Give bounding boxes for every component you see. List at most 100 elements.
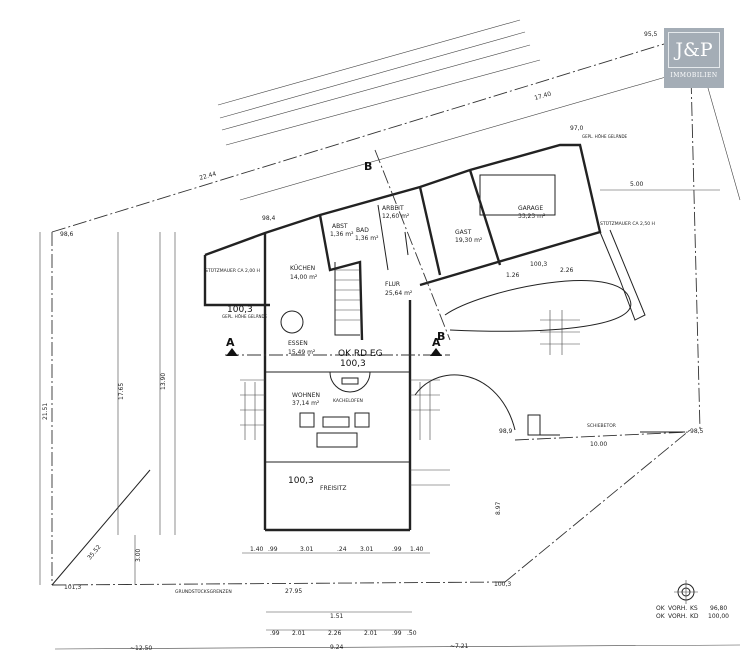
section-a-right-marker <box>430 348 442 356</box>
room-wohnen-name: WOHNEN <box>292 392 320 399</box>
dim-label: 2.01 <box>364 630 378 637</box>
elevation-98-6: 98,6 <box>60 231 74 238</box>
dim-label: .99 <box>268 546 278 553</box>
dim-label: .99 <box>270 630 280 637</box>
room-freisitz-name: FREISITZ <box>320 485 347 492</box>
elevation-100-3-essen: 100,3 <box>227 305 253 315</box>
legend-ok: OK <box>656 605 666 612</box>
furniture <box>280 174 556 448</box>
height-legend: OK VORH. KS 96,80 OK VORH. KD 100,00 <box>656 605 729 620</box>
room-flur-area: 25,64 m² <box>385 290 413 297</box>
room-gast-name: GAST <box>455 229 472 236</box>
elevation-98-5: 98,5 <box>690 428 704 435</box>
dim-1-26: 1.26 <box>506 272 520 279</box>
staircase <box>334 262 360 336</box>
dim-17-40: 17.40 <box>534 90 553 102</box>
room-bad-name: BAD <box>356 227 369 234</box>
dim-label: .50 <box>407 630 417 637</box>
bottom-dimension-row-4: ~12.50 9.24 ~7.21 <box>130 643 469 652</box>
stuetzmauer-right-label: STÜTZMAUER CA 2,50 H <box>600 220 655 227</box>
dim-2-26: 2.26 <box>560 267 574 274</box>
dim-27-95: 27.95 <box>285 588 302 595</box>
room-essen-area: 15,49 m² <box>288 349 316 356</box>
terrace-grid <box>240 229 685 486</box>
room-flur-name: FLUR <box>385 281 400 288</box>
legend-kd: KD <box>690 613 699 620</box>
legend-kd-value: 100,00 <box>708 613 729 620</box>
dim-label: 1.40 <box>250 546 264 553</box>
benchmark-symbol <box>674 580 698 604</box>
dim-35-52: 35.52 <box>86 543 103 561</box>
legend-ks-value: 96,80 <box>710 605 727 612</box>
legend-vorh: VORH. <box>668 605 687 612</box>
dim-label: 1.51 <box>330 613 344 620</box>
schiebetor-label: SCHIEBETOR <box>587 423 616 429</box>
elevation-100-3-corner: 100,3 <box>494 581 511 588</box>
room-abst-area: 1,36 m² <box>330 231 354 238</box>
dim-21-51: 21.51 <box>42 403 49 420</box>
building-walls <box>203 143 602 532</box>
dim-label: 9.24 <box>330 644 344 651</box>
kachelofen-label: KACHELOFEN <box>333 398 363 404</box>
dim-label: ~12.50 <box>130 645 152 652</box>
elevation-98-4: 98,4 <box>262 215 276 222</box>
logo-subtitle: IMMOBILIEN <box>670 72 718 79</box>
gepl-hoehe-label-2: GEPL. HÖHE GELÄNDE <box>582 134 628 139</box>
section-a-left: A <box>226 336 235 349</box>
section-b-top: B <box>364 160 372 173</box>
dim-label: .99 <box>392 546 402 553</box>
elevation-95-5: 95,5 <box>644 31 658 38</box>
elevation-100-3-freisitz: 100,3 <box>288 476 314 486</box>
dim-17-65: 17.65 <box>118 383 125 400</box>
dim-3-00: 3.00 <box>135 548 142 562</box>
room-abst-name: ABST <box>332 223 348 230</box>
room-arbeit-name: ARBEIT <box>382 205 404 212</box>
room-arbeit-area: 12,60 m² <box>382 213 410 220</box>
bottom-dimension-row-1: 1.40 .99 3.01 .24 3.01 .99 1.40 <box>250 546 424 553</box>
elevation-101-3: 101,3 <box>64 584 81 591</box>
room-bad-area: 1,36 m² <box>355 235 379 242</box>
legend-ok: OK <box>656 613 666 620</box>
legend-vorh: VORH. <box>668 613 687 620</box>
dim-10-00: 10.00 <box>590 441 607 448</box>
dim-label: 1.40 <box>410 546 424 553</box>
dim-label: 3.01 <box>300 546 314 553</box>
bottom-dimension-row-2: 1.51 <box>330 613 344 620</box>
dim-label: ~7.21 <box>450 643 469 650</box>
room-kuechen-name: KÜCHEN <box>290 265 315 272</box>
dim-label: 2.26 <box>328 630 342 637</box>
room-essen-name: ESSEN <box>288 340 308 347</box>
property-boundary <box>51 35 701 586</box>
bottom-dimension-chains <box>54 552 741 650</box>
elevation-98-9: 98,9 <box>499 428 513 435</box>
left-dimension-chains <box>39 232 176 585</box>
elevation-97-0: 97,0 <box>570 125 584 132</box>
dim-8-97: 8.97 <box>495 501 502 515</box>
logo-mark: J&P <box>668 32 720 68</box>
dim-22-44: 22.44 <box>199 170 218 182</box>
dim-5-00: 5.00 <box>630 181 644 188</box>
gepl-hoehe-label: GEPL. HÖHE GELÄNDE <box>222 314 268 319</box>
dim-13-90: 13.90 <box>160 373 167 390</box>
dim-label: .24 <box>337 546 347 553</box>
stuetzmauer-left-label: STÜTZMAUER CA 2,00 H <box>205 267 260 274</box>
ok-rd-eg-label: OK RD EG <box>338 349 383 359</box>
top-dimension-chains <box>217 19 741 201</box>
section-b-bottom: B <box>437 330 445 343</box>
elevation-100-3-ok: 100,3 <box>340 359 366 369</box>
room-garage-name: GARAGE <box>518 205 543 212</box>
section-markers <box>225 149 451 356</box>
bottom-dimension-row-3: .99 2.01 2.26 2.01 .99 .50 <box>270 630 417 637</box>
room-garage-area: 33,23 m² <box>518 213 546 220</box>
dim-label: .99 <box>392 630 402 637</box>
section-a-right: A <box>432 336 441 349</box>
room-gast-area: 19,30 m² <box>455 237 483 244</box>
jp-logo: J&P IMMOBILIEN <box>664 28 724 88</box>
legend-ks: KS <box>690 605 698 612</box>
section-a-left-marker <box>226 348 238 356</box>
room-kuechen-area: 14,00 m² <box>290 274 318 281</box>
dim-label: 2.01 <box>292 630 306 637</box>
dim-label: 3.01 <box>360 546 374 553</box>
grundstuecksgrenzen-label: GRUNDSTÜCKSGRENZEN <box>175 588 232 595</box>
